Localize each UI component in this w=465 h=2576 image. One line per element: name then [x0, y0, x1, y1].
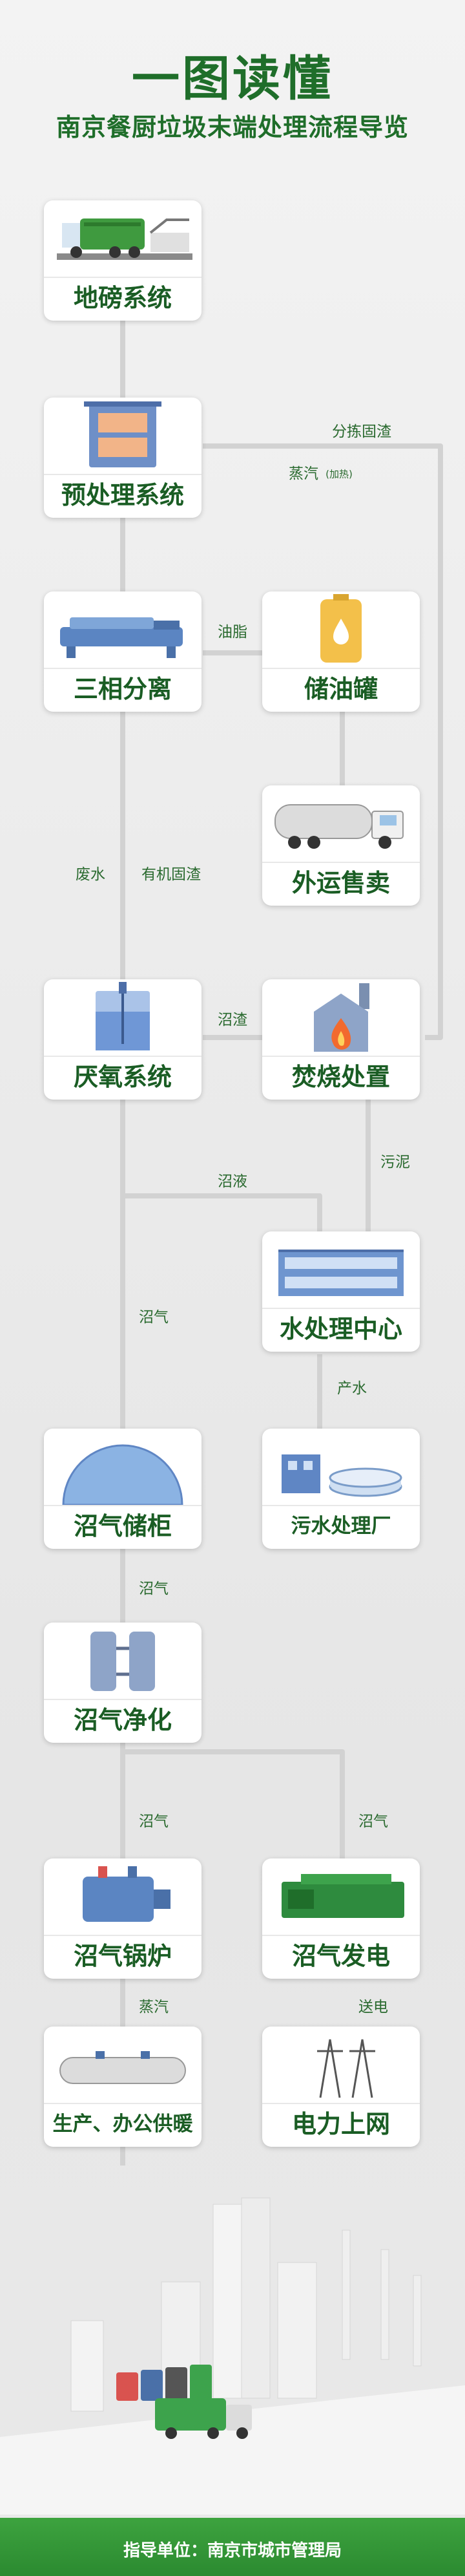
node-incineration: 焚烧处置 — [262, 979, 420, 1100]
edge-label-steam: 蒸汽 — [139, 1999, 169, 2016]
edge-label-sludge: 污泥 — [380, 1154, 410, 1171]
page-subtitle: 南京餐厨垃圾末端处理流程导览 — [56, 113, 409, 142]
edge-label-residue: 沼渣 — [218, 1012, 247, 1028]
node-label: 厌氧系统 — [44, 1056, 202, 1100]
node-heating: 生产、办公供暖 — [44, 2027, 202, 2147]
node-label: 沼气储柜 — [44, 1505, 202, 1549]
node-water-center: 水处理中心 — [262, 1231, 420, 1352]
node-biogas-boiler: 沼气锅炉 — [44, 1858, 202, 1979]
edge-label-biogas-2: 沼气 — [139, 1581, 169, 1597]
node-weighbridge: 地磅系统 — [44, 200, 202, 321]
node-outbound-sale: 外运售卖 — [262, 785, 420, 906]
node-label: 污水处理厂 — [262, 1505, 420, 1549]
boiler-icon — [44, 1858, 202, 1935]
centrifuge-icon — [44, 591, 202, 668]
footer-bar — [0, 2518, 465, 2576]
anaerobic-tank-icon — [44, 979, 202, 1056]
garbage-truck-icon — [44, 200, 202, 277]
node-sewage-plant: 污水处理厂 — [262, 1429, 420, 1549]
footer-text: 指导单位：南京市城市管理局 — [123, 2541, 342, 2560]
node-anaerobic: 厌氧系统 — [44, 979, 202, 1100]
generator-icon — [262, 1858, 420, 1935]
node-label: 焚烧处置 — [262, 1056, 420, 1100]
incinerator-icon — [262, 979, 420, 1056]
edge-label-steam-heating: 蒸汽 — [289, 465, 318, 482]
edge-label-wastewater: 废水 — [76, 866, 105, 883]
edge-label-heating-note: (加热) — [326, 468, 353, 480]
edge-label-biogas-4: 沼气 — [358, 1813, 388, 1830]
node-biogas-power: 沼气发电 — [262, 1858, 420, 1979]
node-label: 外运售卖 — [262, 862, 420, 906]
page-title: 一图读懂 — [132, 51, 333, 107]
oil-tank-icon — [262, 591, 420, 668]
node-label: 水处理中心 — [262, 1308, 420, 1352]
node-three-phase: 三相分离 — [44, 591, 202, 712]
node-label: 生产、办公供暖 — [44, 2103, 202, 2147]
node-biogas-holder: 沼气储柜 — [44, 1429, 202, 1549]
node-grid: 电力上网 — [262, 2027, 420, 2147]
edge-label-biogas-3: 沼气 — [139, 1813, 169, 1830]
gas-holder-icon — [44, 1429, 202, 1505]
sewage-plant-icon — [262, 1429, 420, 1505]
city-illustration — [0, 2197, 465, 2515]
edge-label-organic-solids: 有机固渣 — [141, 866, 201, 883]
node-label: 电力上网 — [262, 2103, 420, 2147]
node-label: 沼气净化 — [44, 1699, 202, 1743]
crusher-machine-icon — [44, 398, 202, 474]
node-label: 沼气锅炉 — [44, 1935, 202, 1979]
node-label: 预处理系统 — [44, 474, 202, 518]
steam-tank-icon — [44, 2027, 202, 2103]
node-label: 三相分离 — [44, 668, 202, 712]
purifier-tanks-icon — [44, 1623, 202, 1699]
edge-label-sorting-solids: 分拣固渣 — [332, 423, 391, 440]
edge-label-power: 送电 — [358, 1999, 388, 2016]
water-treatment-icon — [262, 1231, 420, 1308]
node-oil-tank: 储油罐 — [262, 591, 420, 712]
edge-label-product-water: 产水 — [337, 1380, 367, 1397]
node-biogas-purify: 沼气净化 — [44, 1623, 202, 1743]
node-label: 沼气发电 — [262, 1935, 420, 1979]
node-pretreatment: 预处理系统 — [44, 398, 202, 518]
edge-label-biogas-1: 沼气 — [139, 1309, 169, 1326]
edge-label-digestate: 沼液 — [218, 1173, 247, 1190]
power-tower-icon — [262, 2027, 420, 2103]
tanker-truck-icon — [262, 785, 420, 862]
edge-label-grease: 油脂 — [218, 624, 247, 641]
node-label: 储油罐 — [262, 668, 420, 712]
node-label: 地磅系统 — [44, 277, 202, 321]
